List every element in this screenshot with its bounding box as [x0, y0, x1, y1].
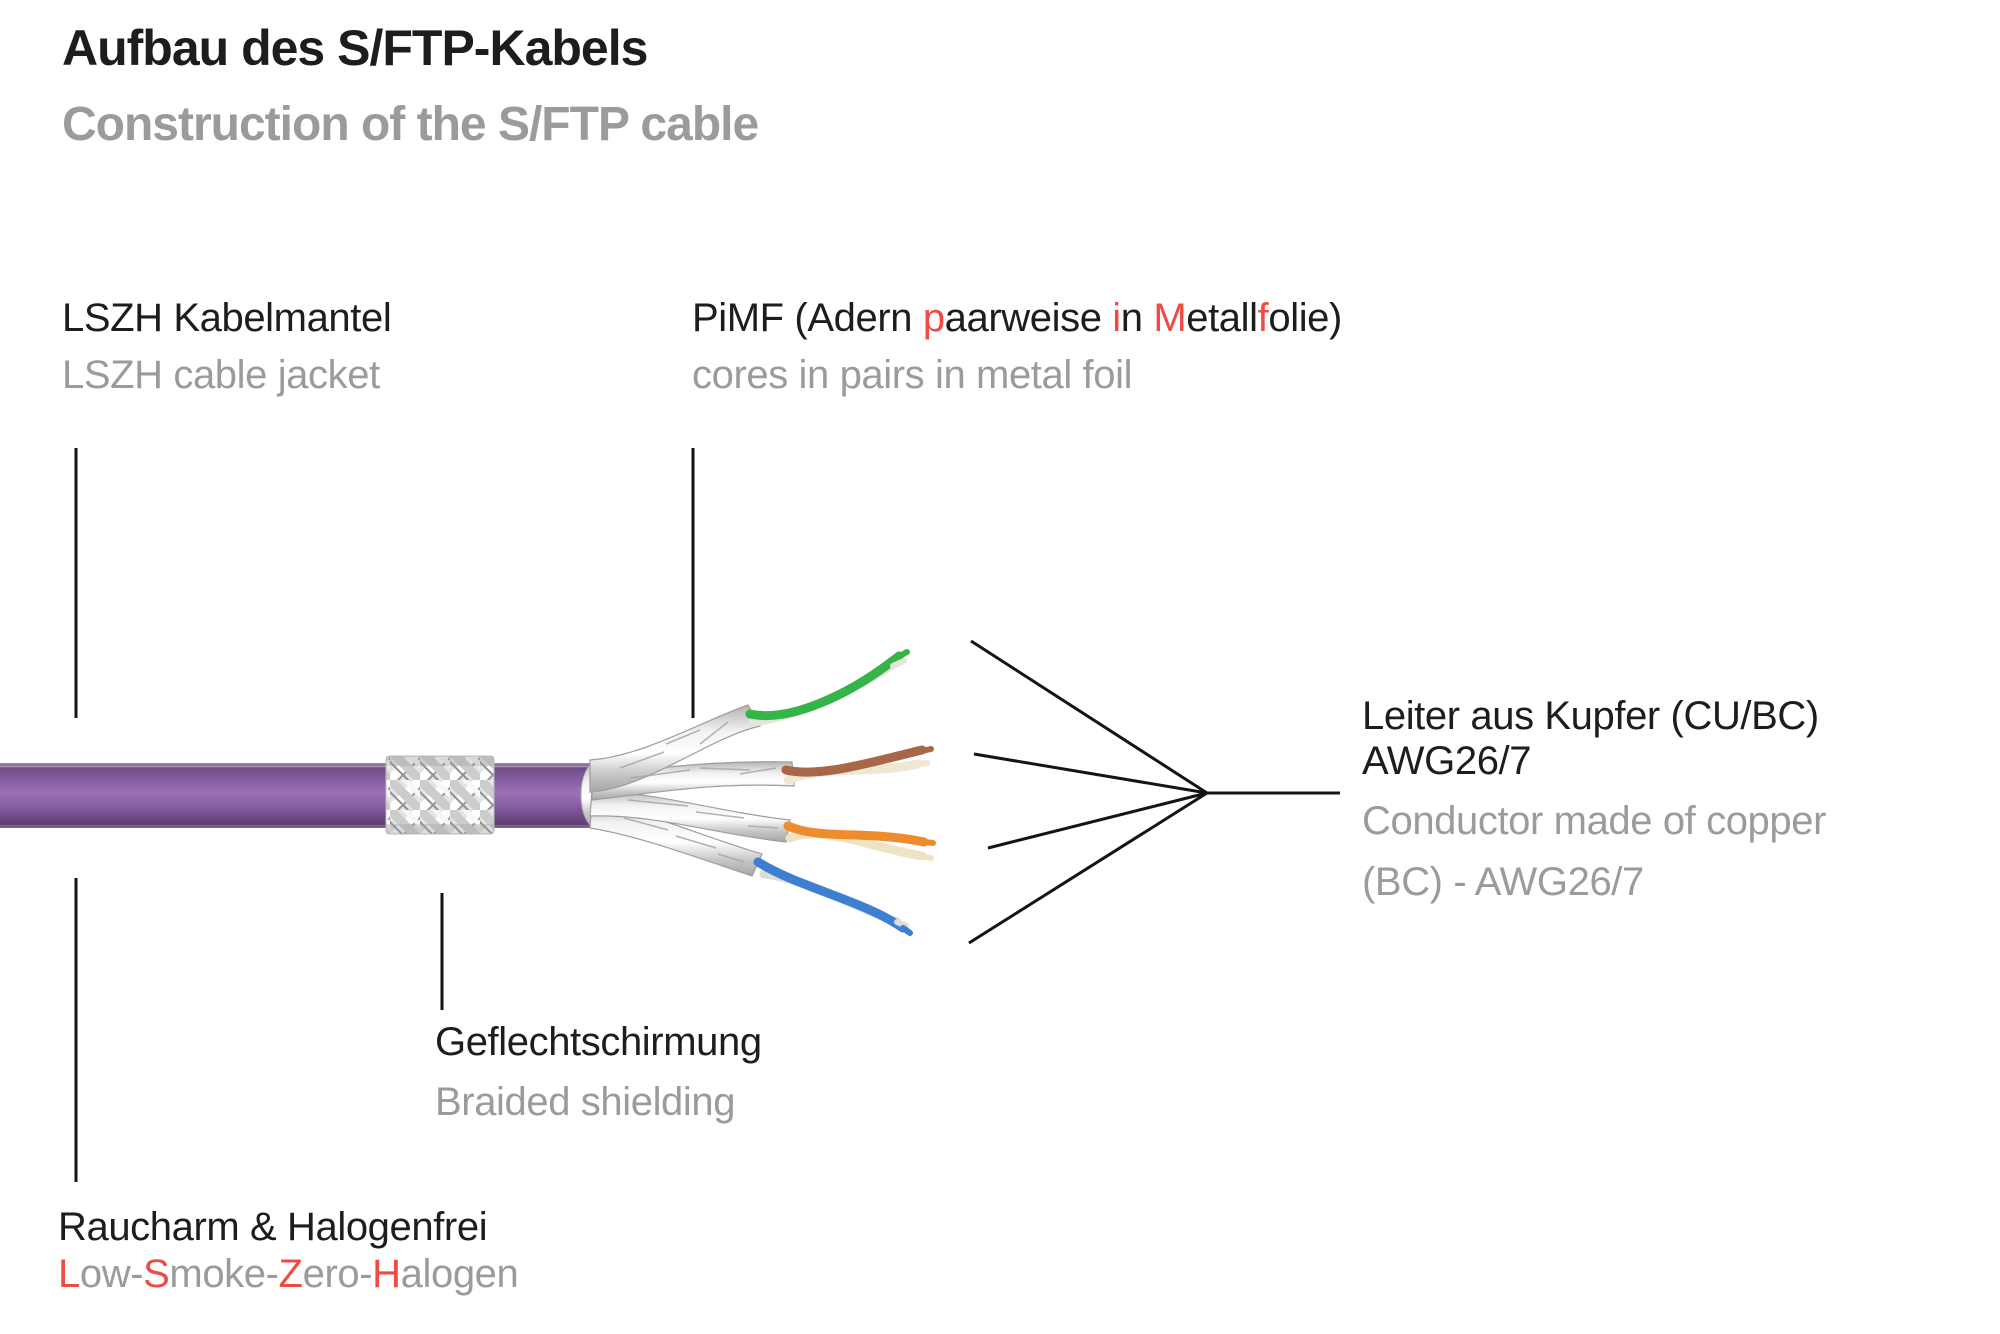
label-jacket: LSZH Kabelmantel LSZH cable jacket: [62, 296, 392, 399]
callout-lines: [74, 448, 1340, 1182]
wire-pair-orange: [783, 821, 936, 861]
title-block: Aufbau des S/FTP-Kabels Construction of …: [62, 20, 759, 152]
label-jacket-de: LSZH Kabelmantel: [62, 296, 392, 340]
wire-pair-blue: [753, 857, 913, 936]
wire-pairs: [745, 649, 936, 936]
cable-jacket: [0, 763, 597, 828]
label-pimf-de: PiMF (Adern paarweise in Metallfolie): [692, 296, 1342, 340]
page-subtitle: Construction of the S/FTP cable: [62, 98, 759, 151]
label-halogen-en: Low-Smoke-Zero-Halogen: [58, 1252, 519, 1296]
label-braid-en: Braided shielding: [435, 1080, 736, 1124]
label-jacket-en: LSZH cable jacket: [62, 353, 380, 397]
label-halogen: Raucharm & Halogenfrei Low-Smoke-Zero-Ha…: [58, 1205, 519, 1298]
label-braid: Geflechtschirmung Braided shielding: [435, 1020, 762, 1126]
label-conductor-en-line1: Conductor made of copper: [1362, 799, 1827, 843]
label-halogen-de: Raucharm & Halogenfrei: [58, 1205, 488, 1249]
wire-pair-brown: [781, 745, 934, 785]
conductor-fan-line-2: [973, 752, 1208, 795]
label-conductor-de-line2: AWG26/7: [1362, 739, 1532, 783]
label-conductor: Leiter aus Kupfer (CU/BC) AWG26/7 Conduc…: [1362, 694, 1826, 906]
label-braid-de: Geflechtschirmung: [435, 1020, 762, 1064]
conductor-fan-line-4: [968, 791, 1208, 945]
wire-pair-green: [745, 649, 910, 727]
label-pimf: PiMF (Adern paarweise in Metallfolie) co…: [692, 296, 1342, 399]
foil-tube-green: [589, 704, 761, 793]
page-title: Aufbau des S/FTP-Kabels: [62, 20, 648, 76]
conductor-fan-line-3: [987, 791, 1208, 850]
conductor-fan-line-1: [970, 639, 1208, 795]
braid-shield-window: [385, 755, 495, 835]
foil-tubes: [589, 704, 795, 877]
foil-tube-orange: [589, 789, 791, 843]
label-conductor-en-line2: (BC) - AWG26/7: [1362, 860, 1644, 904]
label-conductor-de-line1: Leiter aus Kupfer (CU/BC): [1362, 694, 1819, 738]
label-pimf-en: cores in pairs in metal foil: [692, 353, 1133, 397]
